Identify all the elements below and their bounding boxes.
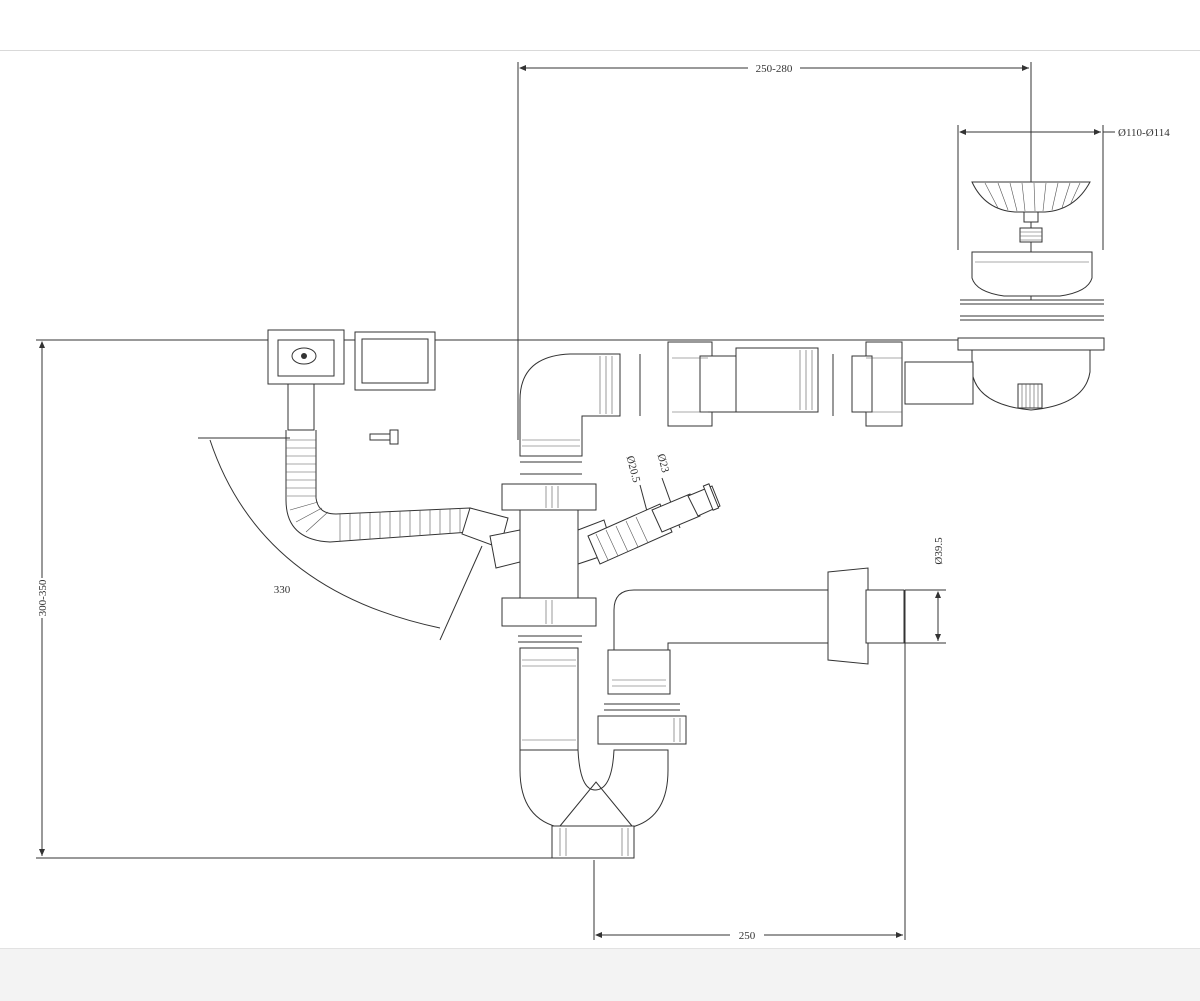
overflow-screw — [369, 429, 399, 445]
outlet-pipe — [607, 567, 905, 695]
bottle-trap — [519, 749, 669, 859]
dimension-height-range: 300-350 — [36, 339, 960, 859]
dimension-strainer-diameter-label: Ø110-Ø114 — [1118, 127, 1170, 139]
strainer-body — [904, 337, 1105, 411]
dimension-bottom-span: 250 — [593, 590, 906, 942]
horizontal-pipe — [639, 341, 834, 427]
dimension-hose-diameter-a-label: Ø20.5 — [624, 455, 643, 485]
tailpiece — [518, 635, 582, 751]
dimension-swing-radius: 330 — [198, 437, 483, 641]
sink-flange-bowl — [960, 251, 1104, 321]
trap-nut — [597, 703, 687, 745]
dimension-swing-radius-label: 330 — [274, 584, 291, 596]
strainer-basket — [971, 181, 1091, 243]
overflow-connector-right — [851, 341, 903, 427]
central-tee — [489, 483, 615, 627]
dimension-top-span-label: 250-280 — [756, 63, 793, 75]
top-divider — [0, 50, 1200, 51]
dimension-height-range-label: 300-350 — [37, 579, 49, 616]
elbow-pipe — [519, 353, 621, 475]
dimension-hose-diameter-b-label: Ø23 — [655, 453, 672, 475]
dimension-outlet-diameter: Ø39.5 — [905, 537, 946, 644]
bottom-strip — [0, 948, 1200, 1001]
appliance-hose — [587, 483, 721, 565]
overflow-box — [267, 329, 345, 431]
overflow-cover — [354, 331, 436, 391]
dimension-outlet-diameter-label: Ø39.5 — [933, 537, 945, 565]
dimension-bottom-span-label: 250 — [739, 930, 756, 942]
corrugated-overflow-hose — [285, 430, 509, 549]
dimension-strainer-diameter: Ø110-Ø114 — [957, 125, 1170, 250]
